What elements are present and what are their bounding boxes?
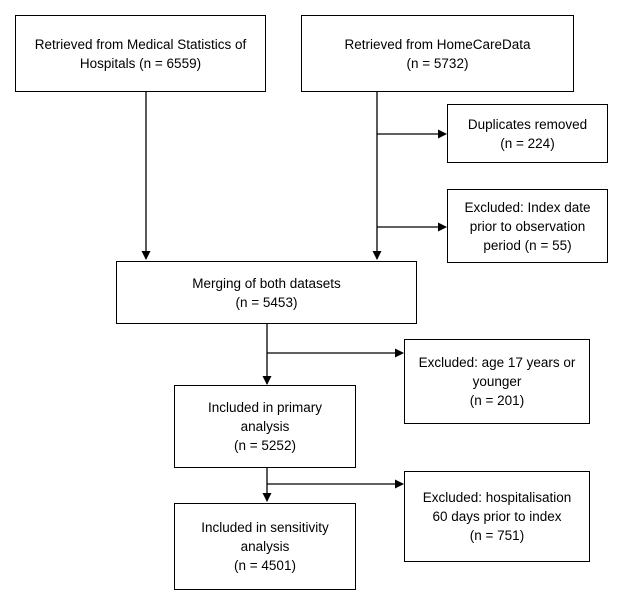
box-line: analysis [240,419,290,434]
box-line: Included in sensitivity [201,520,329,535]
box-line: (n = 751) [469,528,525,543]
box-line: 60 days prior to index [432,509,562,524]
primary-analysis-box: Included in primary analysis (n = 5252) [174,385,356,468]
box-line: Excluded: age 17 years or [418,355,576,370]
box-line: Excluded: Index date [464,199,591,215]
box-line: analysis [240,539,290,554]
homecaredata-box: Retrieved from HomeCareData (n = 5732) [301,15,574,92]
box-line: (n = 5252) [234,438,296,453]
box-line: (n = 5453) [235,294,298,310]
box-line: Included in primary [207,400,323,415]
excluded-index-date-box: Excluded: Index date prior to observatio… [447,189,608,263]
merging-box: Merging of both datasets (n = 5453) [116,261,417,324]
box-line: Excluded: hospitalisation [422,490,572,505]
box-line: Hospitals (n = 6559) [79,55,202,71]
excluded-hospitalisation-box: Excluded: hospitalisation 60 days prior … [404,471,590,562]
medical-statistics-box: Retrieved from Medical Statistics of Hos… [15,15,266,92]
box-line: (n = 5732) [406,55,469,71]
box-line: Merging of both datasets [192,275,341,291]
sensitivity-analysis-box: Included in sensitivity analysis (n = 45… [174,503,356,590]
box-line: prior to observation [469,218,586,234]
box-line: Retrieved from HomeCareData [344,36,531,52]
excluded-age-box: Excluded: age 17 years or younger (n = 2… [404,339,590,424]
box-line: period (n = 55) [483,237,572,253]
box-line: (n = 201) [469,393,525,408]
box-line: Retrieved from Medical Statistics of [34,36,247,52]
box-line: younger [472,374,522,389]
duplicates-removed-box: Duplicates removed (n = 224) [447,104,608,163]
box-line: Duplicates removed [467,116,588,132]
box-line: (n = 4501) [234,558,296,573]
box-line: (n = 224) [500,135,555,151]
